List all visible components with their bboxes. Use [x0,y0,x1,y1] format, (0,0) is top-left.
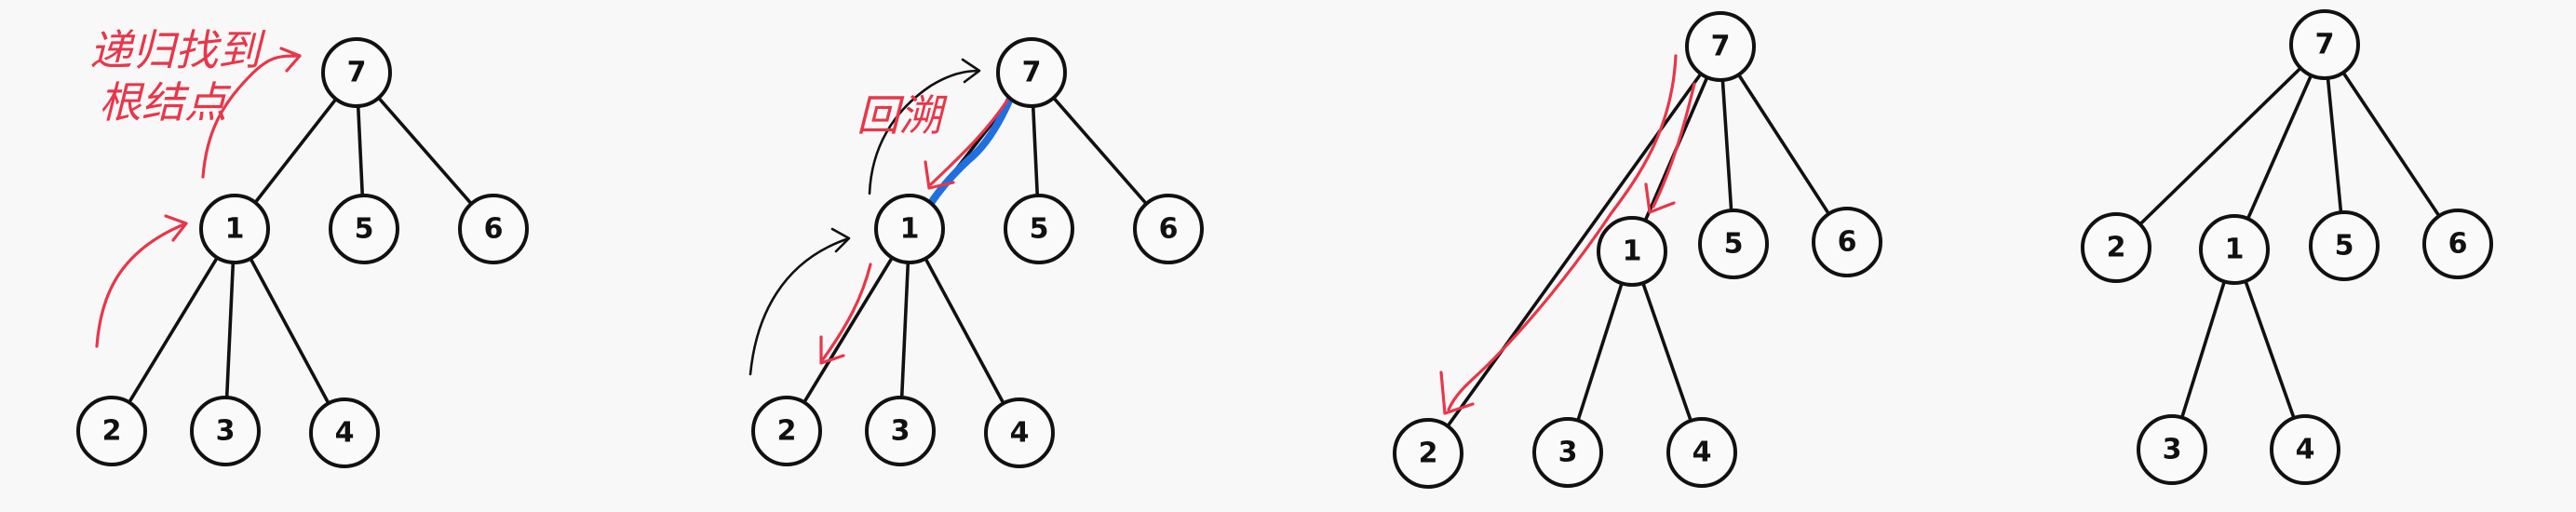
node-7: 7 [321,37,392,108]
node-label: 5 [1724,228,1744,261]
node-4: 4 [2270,414,2340,485]
node-1: 1 [2199,214,2270,285]
panel-2: 7 1 5 6 2 3 4 回溯 [749,37,1204,468]
node-label: 7 [1711,31,1731,63]
node-2: 2 [76,396,147,466]
edge-7-1 [2232,43,2326,251]
annotation-find-root-line2: 根结点 [99,77,232,128]
node-5: 5 [329,194,399,264]
node-label: 1 [900,213,920,246]
edge-1-4 [908,227,1021,435]
node-label: 2 [102,415,122,448]
node-label: 6 [1159,213,1179,246]
node-label: 6 [484,213,504,246]
node-4: 4 [309,397,380,468]
edge-1-2 [785,227,911,433]
panel-1: 7 1 5 6 2 3 4 递归找到 根结点 [76,25,529,468]
node-label: 1 [2225,234,2245,266]
node-label: 7 [1022,57,1042,89]
node-label: 3 [891,415,910,448]
edge-7-2 [2114,43,2326,249]
black-arrow-to-node-1 [749,227,851,376]
node-label: 5 [2335,230,2354,263]
node-6: 6 [458,194,529,264]
black-arrow-to-root [868,58,981,195]
edge-7-2 [1426,45,1722,455]
red-arrow-move-2-up [1439,54,1678,415]
edge-1-4 [1630,249,1704,454]
node-5: 5 [1698,209,1769,279]
node-2: 2 [2081,212,2151,283]
node-1: 1 [1597,216,1667,287]
node-label: 3 [216,415,236,448]
node-label: 7 [2315,29,2335,61]
node-label: 3 [2163,434,2182,466]
node-label: 7 [347,57,367,89]
edge-1-2 [110,227,236,433]
node-3: 3 [190,396,261,466]
node-5: 5 [2309,210,2380,281]
node-3: 3 [2137,414,2207,485]
node-label: 5 [355,213,374,246]
node-label: 4 [335,417,355,450]
node-5: 5 [1004,194,1074,264]
node-4: 4 [984,397,1055,468]
red-arrow-to-node-1 [95,214,188,348]
annotation-backtrack: 回溯 [856,90,948,141]
red-arrow-root-to-1 [1644,82,1696,214]
panel-4: 7 2 1 5 6 3 4 [2081,9,2493,485]
node-label: 4 [1693,437,1712,469]
node-label: 6 [2448,228,2468,261]
node-3: 3 [1532,417,1603,488]
node-label: 4 [1010,417,1030,450]
node-label: 2 [777,415,797,448]
node-7: 7 [996,37,1067,108]
node-label: 2 [2107,232,2126,264]
node-6: 6 [2422,209,2493,279]
red-arrow-to-root [201,47,302,179]
node-7: 7 [1685,11,1756,82]
node-label: 4 [2296,434,2315,466]
node-7: 7 [2289,9,2360,80]
blue-backtrack-highlight [927,95,1014,207]
edge-7-6 [1719,45,1849,244]
node-1: 1 [199,194,270,264]
edge-1-4 [2232,248,2307,451]
node-label: 3 [1558,437,1578,469]
red-backtrack-arrow-root-to-1 [924,99,1009,190]
node-2: 2 [751,396,822,466]
edge-7-6 [2323,43,2460,246]
node-1: 1 [874,194,945,264]
node-4: 4 [1666,417,1737,488]
node-label: 5 [1030,213,1049,246]
node-label: 2 [1419,438,1438,470]
node-2: 2 [1393,418,1463,489]
node-6: 6 [1812,207,1882,277]
annotation-find-root-line1: 递归找到 [89,25,266,75]
red-backtrack-arrow-1-to-2 [819,263,872,365]
node-6: 6 [1133,194,1204,264]
node-label: 1 [225,213,245,246]
node-label: 1 [1623,236,1642,268]
node-label: 6 [1838,226,1857,259]
panel-3: 7 2 1 5 6 3 4 [1393,11,1882,489]
edge-1-4 [233,227,346,435]
node-3: 3 [865,396,936,466]
